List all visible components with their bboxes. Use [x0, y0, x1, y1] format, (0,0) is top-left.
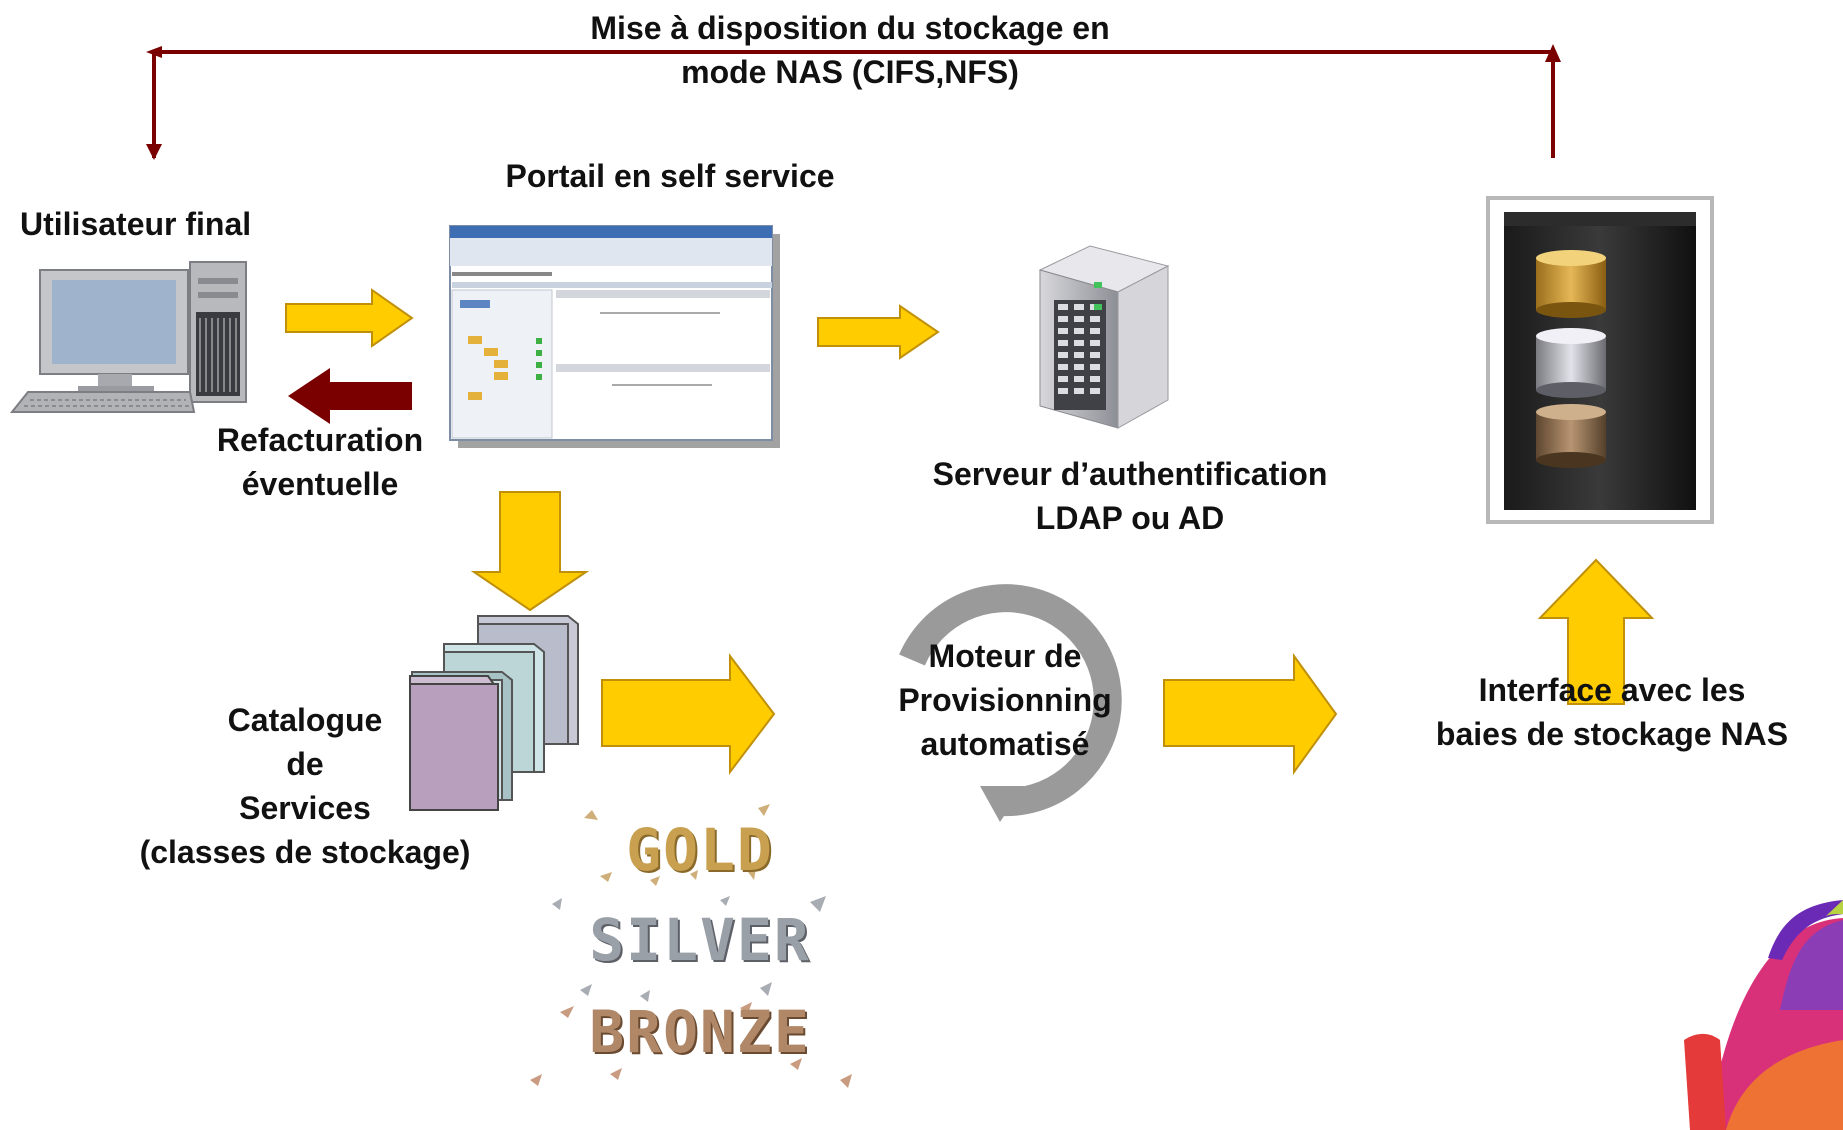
arrow-up-to-storage	[1537, 558, 1655, 705]
bronze-disk	[1536, 404, 1606, 468]
engine-label-line3: automatisé	[920, 726, 1090, 762]
billing-label-line2: éventuelle	[241, 466, 399, 502]
auth-server-label: Serveur d’authentification LDAP ou AD	[880, 452, 1380, 540]
storage-rack-icon	[1486, 196, 1714, 524]
billing-label-line1: Refacturation	[216, 422, 424, 458]
class-gold: GOLD	[626, 816, 774, 884]
portal-screenshot-icon	[449, 225, 780, 448]
nas-label-line1: Mise à disposition du stockage en	[590, 10, 1110, 46]
nas-provisioning-line	[152, 50, 1555, 158]
storage-label-line1: Interface avec les	[1478, 672, 1746, 708]
catalog-label: Catalogue de Services (classes de stocka…	[100, 698, 510, 874]
nas-label-line2: mode NAS (CIFS,NFS)	[681, 54, 1019, 90]
catalog-label-line2: de	[286, 746, 324, 782]
portal-label: Portail en self service	[505, 158, 835, 194]
engine-label-line1: Moteur de	[928, 638, 1082, 674]
arrow-portal-to-catalog	[470, 491, 590, 612]
catalog-label-line4: (classes de stockage)	[139, 834, 471, 870]
arrow-engine-to-storage	[1163, 652, 1338, 776]
server-tower-icon	[1038, 245, 1170, 429]
arrow-refacturation-back	[288, 368, 412, 424]
catalog-books-icon	[409, 615, 579, 811]
arrow-catalog-to-engine	[601, 653, 776, 775]
auth-label-line1: Serveur d’authentification	[932, 456, 1328, 492]
silver-disk	[1536, 328, 1606, 398]
storage-interface-label: Interface avec les baies de stockage NAS	[1402, 668, 1822, 756]
engine-label-line2: Provisionning	[898, 682, 1112, 718]
arrow-portal-to-auth	[817, 304, 940, 360]
gold-disk	[1536, 250, 1606, 318]
nas-provisioning-label: Mise à disposition du stockage en mode N…	[520, 6, 1180, 94]
storage-label-line2: baies de stockage NAS	[1435, 716, 1789, 752]
auth-label-line2: LDAP ou AD	[1035, 500, 1225, 536]
user-label: Utilisateur final	[20, 206, 252, 242]
desktop-computer-icon	[9, 261, 247, 413]
arrow-user-to-portal	[285, 288, 414, 348]
service-classes-art	[530, 804, 852, 1088]
nas-arrowhead-top	[1545, 44, 1561, 62]
billing-label: Refacturation éventuelle	[180, 418, 460, 506]
class-bronze: BRONZE	[589, 998, 811, 1066]
nas-arrowhead-down	[146, 144, 162, 160]
catalog-label-line1: Catalogue	[227, 702, 383, 738]
engine-label: Moteur de Provisionning automatisé	[860, 634, 1150, 766]
nas-arrowhead-left	[146, 46, 162, 58]
brand-logo-icon	[1684, 900, 1843, 1130]
cycle-arrow-icon	[899, 584, 1122, 822]
catalog-label-line3: Services	[239, 790, 371, 826]
class-silver: SILVER	[589, 906, 811, 974]
